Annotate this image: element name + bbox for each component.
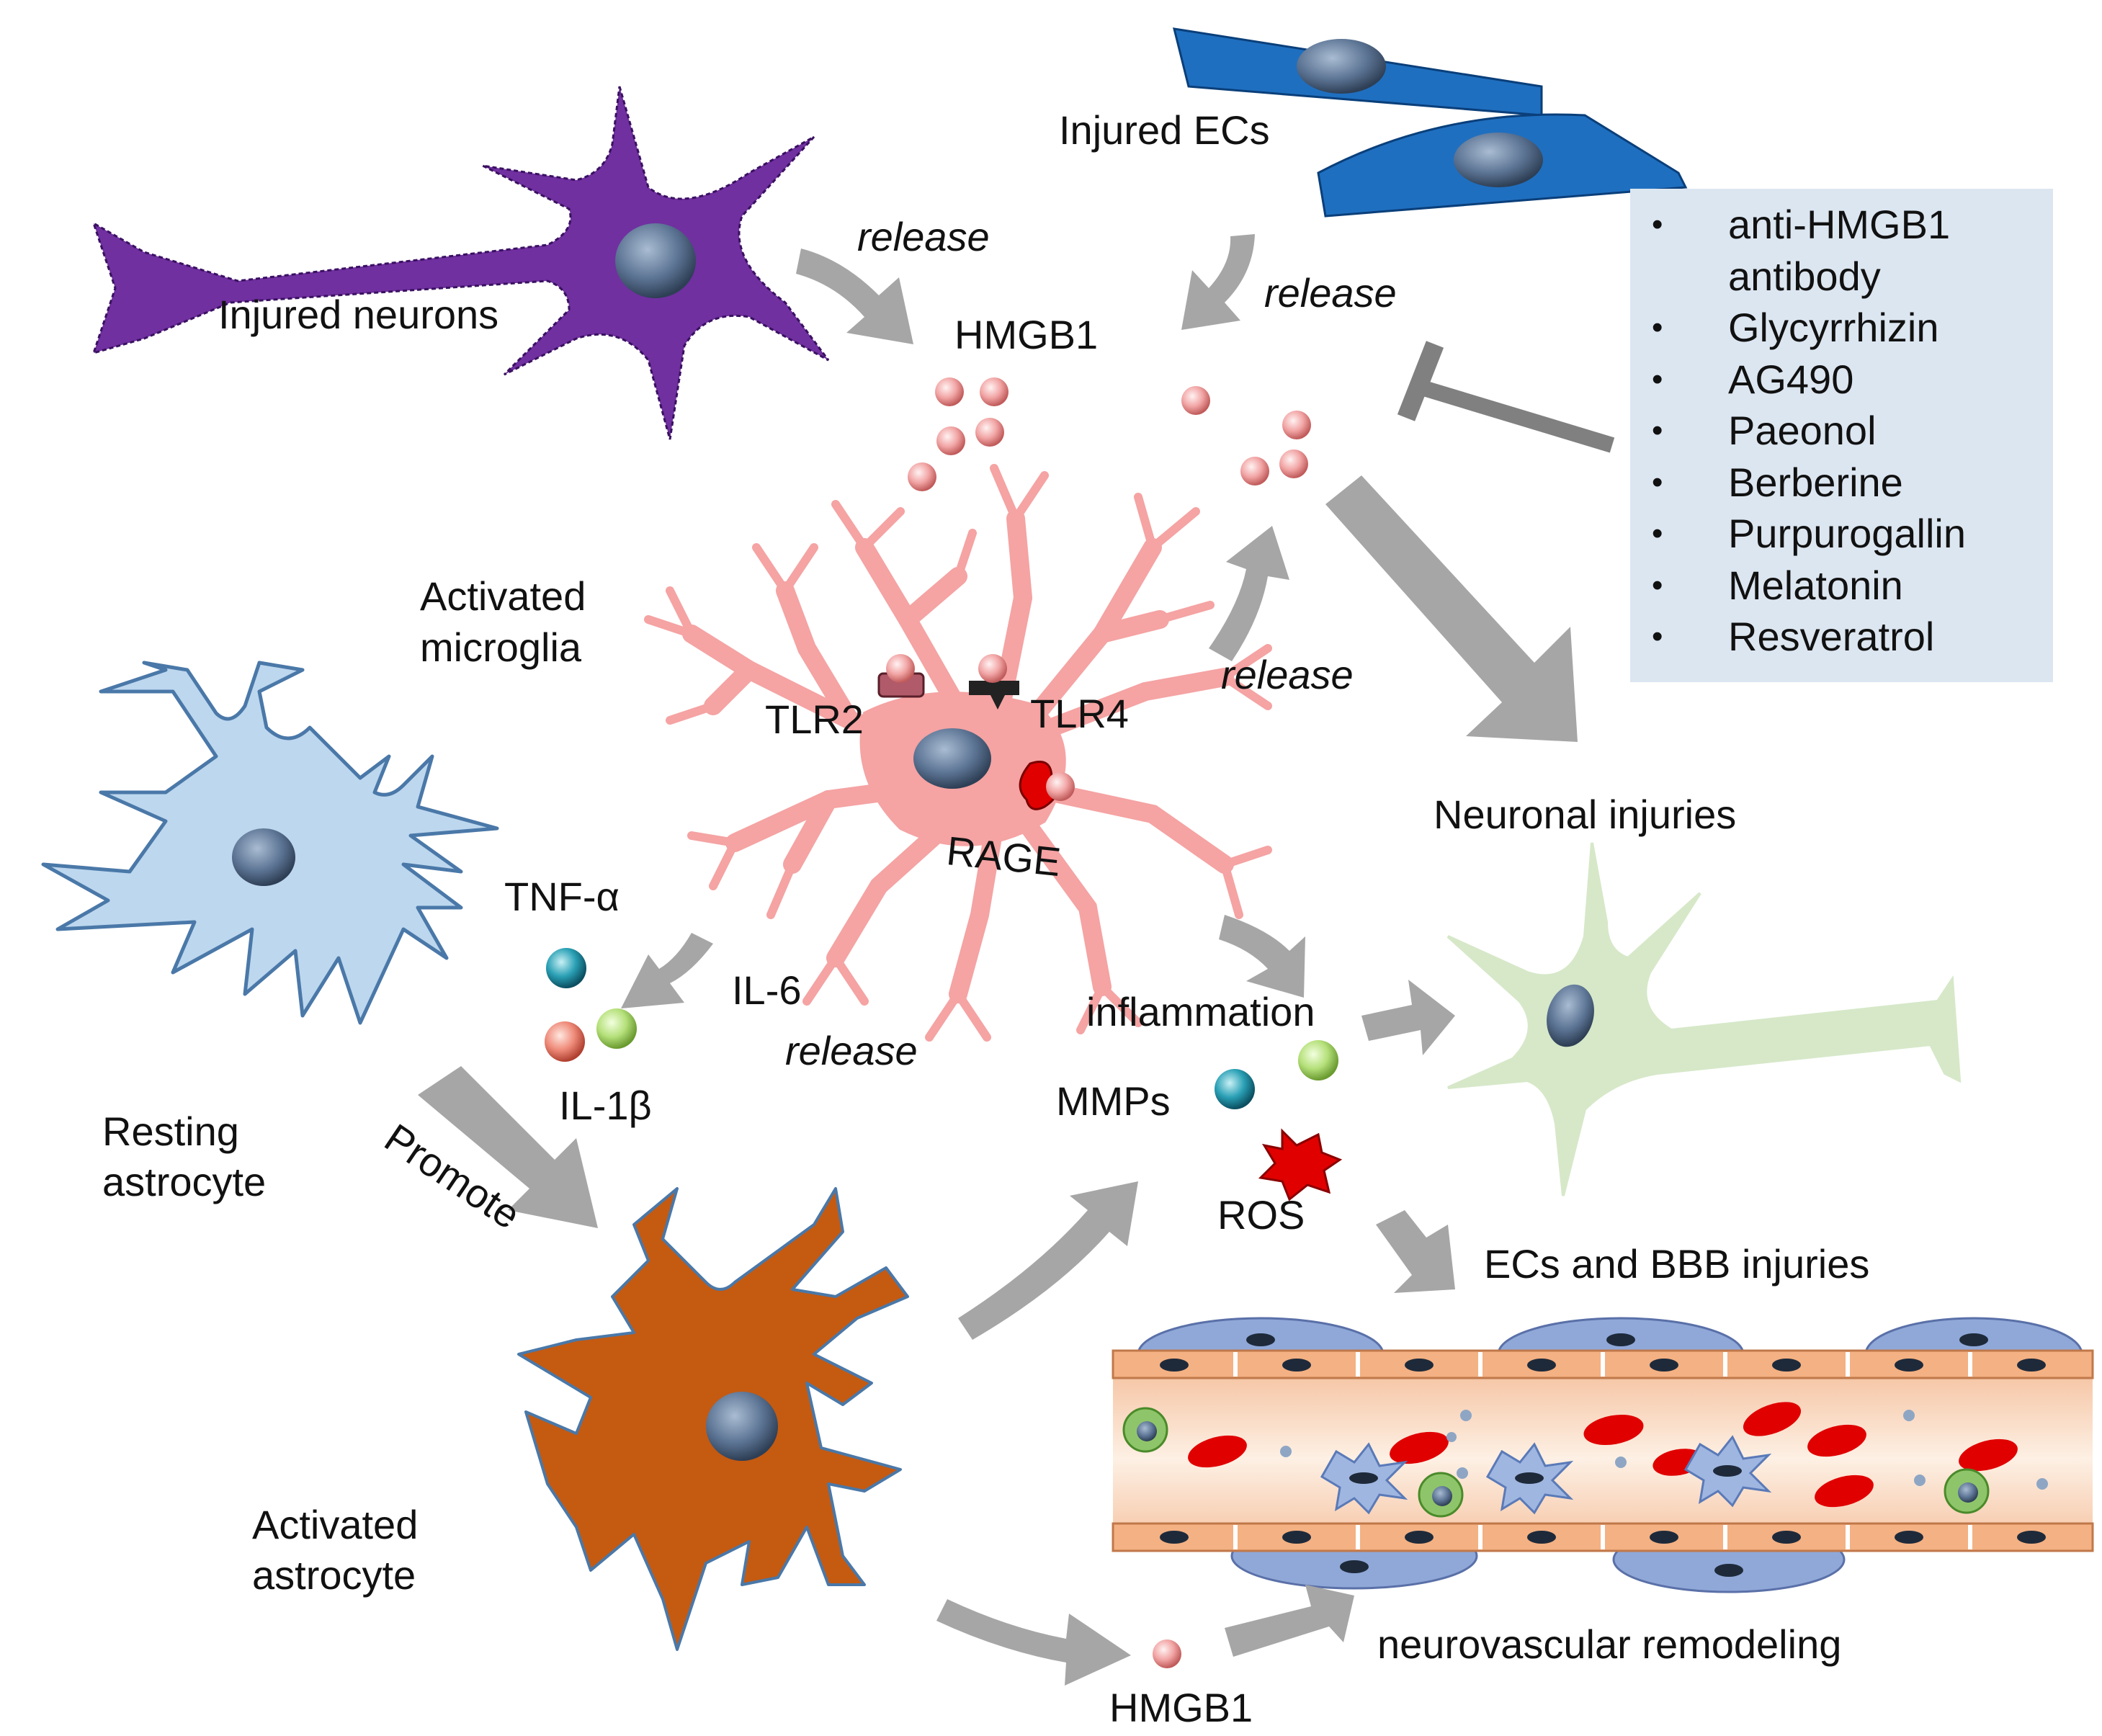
mmps-label: MMPs (1056, 1078, 1171, 1124)
activated-astrocyte-nucleus (706, 1392, 778, 1461)
inhibitor-name: anti-HMGB1 antibody (1728, 202, 1951, 299)
activated-microglia-label-line1: Activated (420, 573, 586, 619)
resting-astrocyte-nucleus (232, 828, 295, 886)
activated-microglia-label-line2: microglia (420, 625, 582, 670)
tlr2-receptor (877, 654, 925, 698)
arrows (418, 234, 1578, 1686)
inhibitor-item: • Resveratrol (1630, 611, 2053, 663)
rage-receptor (1019, 761, 1075, 810)
tlr4-label: TLR4 (1030, 691, 1129, 736)
mmps-molecule-green (1298, 1040, 1338, 1080)
ecs-bbb-injuries-label: ECs and BBB injuries (1484, 1241, 1870, 1287)
target-neuron-nucleus (1547, 984, 1594, 1047)
blood-vessel (1112, 1317, 2094, 1593)
bullet-icon: • (1652, 516, 1663, 551)
hmgb1-bottom-label: HMGB1 (1109, 1685, 1253, 1730)
target-neuron (1446, 842, 1962, 1196)
il1b-molecule (545, 1021, 585, 1062)
hmgb1-top-label: HMGB1 (954, 312, 1099, 357)
resting-astrocyte-label-line1: Resting (102, 1109, 239, 1154)
inhibitor-name: Paeonol (1728, 408, 1877, 453)
microglia-nucleus (913, 728, 991, 789)
activated-astrocyte-label-line1: Activated (252, 1502, 419, 1547)
activated-microglia (644, 464, 1272, 1042)
inhibitor-list-box: • anti-HMGB1 antibody • Glycyrrhizin • AG49… (1630, 189, 2053, 682)
inhibitor-item: • Glycyrrhizin (1630, 302, 2053, 354)
inhibitor-item: • Purpurogallin (1630, 508, 2053, 560)
tlr2-label: TLR2 (765, 697, 864, 742)
inhibition-bar (1397, 341, 1615, 453)
tlr4-receptor (969, 654, 1019, 710)
inhibitor-item: • Berberine (1630, 457, 2053, 509)
bullet-icon: • (1652, 207, 1663, 242)
injured-endothelial-cells (1172, 27, 1688, 218)
bullet-icon: • (1652, 464, 1663, 500)
release-microglia-up-label: release (1221, 652, 1354, 697)
inhibitor-list: • anti-HMGB1 antibody • Glycyrrhizin • AG49… (1630, 199, 2053, 663)
inhibitor-item: • anti-HMGB1 antibody (1630, 199, 2053, 302)
inhibitor-name: Purpurogallin (1728, 511, 1966, 556)
bullet-icon: • (1652, 310, 1663, 345)
release-microglia-down-label: release (785, 1028, 918, 1073)
ros-label: ROS (1217, 1192, 1305, 1238)
tnf-alpha-label: TNF-α (504, 874, 620, 919)
neurovascular-remodeling-label: neurovascular remodeling (1377, 1621, 1842, 1667)
bullet-icon: • (1652, 567, 1663, 603)
inhibitor-item: • Melatonin (1630, 560, 2053, 612)
inhibitor-name: Glycyrrhizin (1728, 305, 1939, 350)
tnf-alpha-molecule (546, 948, 586, 988)
injured-ecs-label: Injured ECs (1059, 107, 1270, 153)
release-ecs-label: release (1264, 270, 1397, 316)
release-neurons-label: release (857, 214, 990, 259)
il1b-label: IL-1β (559, 1083, 652, 1128)
il6-molecule (596, 1008, 637, 1049)
inhibitor-name: AG490 (1728, 356, 1854, 402)
ros-star (1258, 1128, 1343, 1202)
inhibitor-name: Resveratrol (1728, 614, 1935, 659)
neuronal-injuries-label: Neuronal injuries (1434, 792, 1737, 837)
bullet-icon: • (1652, 361, 1663, 397)
inhibitor-name: Melatonin (1728, 562, 1903, 608)
inflammation-label: inflammation (1086, 989, 1315, 1034)
activated-astrocyte-label-line2: astrocyte (252, 1552, 416, 1598)
mmps-molecule-teal (1215, 1069, 1255, 1109)
resting-astrocyte-label-line2: astrocyte (102, 1159, 267, 1204)
injured-neuron (91, 86, 830, 440)
injured-neurons-label: Injured neurons (218, 292, 499, 337)
inhibitor-item: • Paeonol (1630, 405, 2053, 457)
il6-label: IL-6 (732, 967, 802, 1013)
inhibitor-item: • AG490 (1630, 354, 2053, 406)
inhibitor-name: Berberine (1728, 459, 1903, 505)
hmgb1-molecules (908, 377, 1311, 1668)
bullet-icon: • (1652, 619, 1663, 654)
bullet-icon: • (1652, 413, 1663, 448)
